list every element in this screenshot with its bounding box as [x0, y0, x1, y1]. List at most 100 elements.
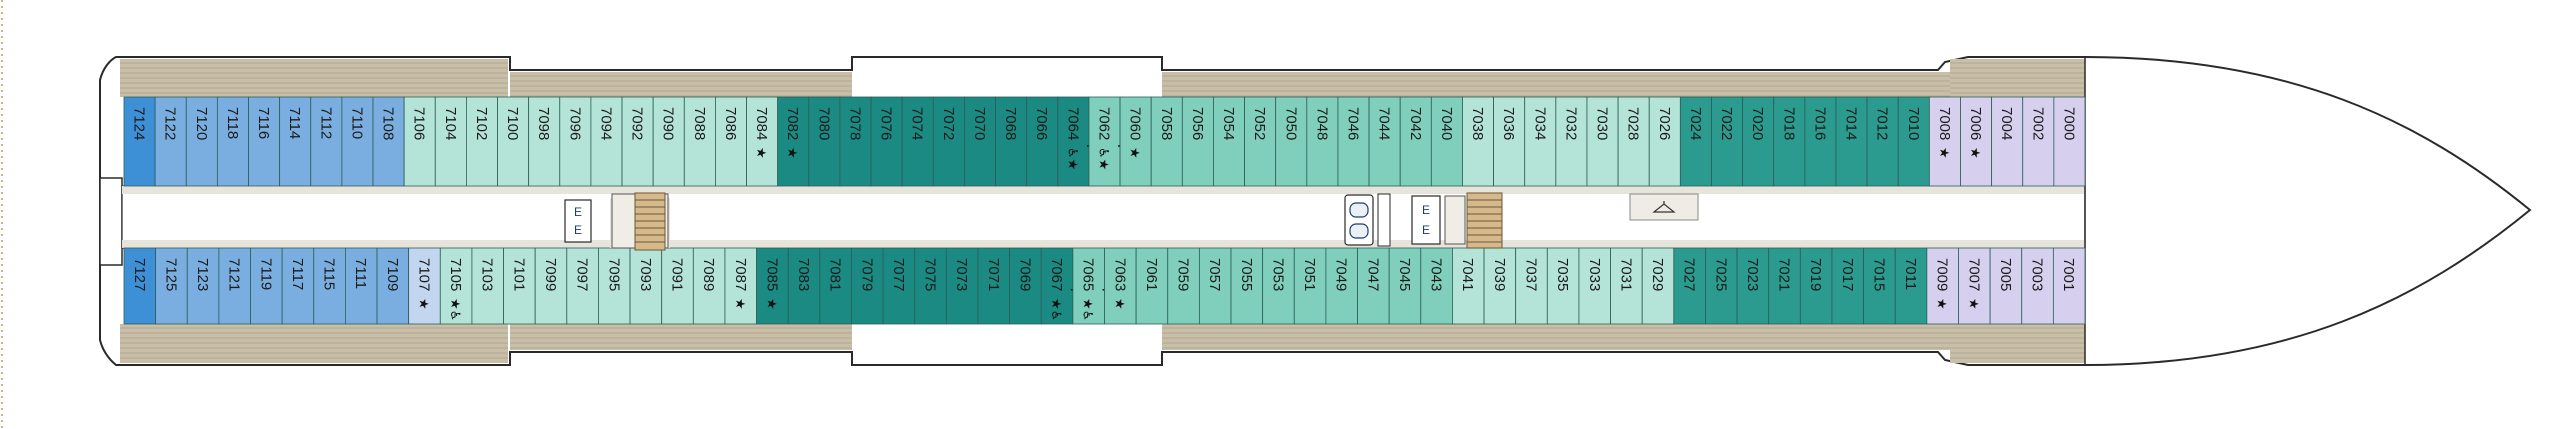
cabin[interactable]: 7041	[1452, 247, 1485, 325]
cabin[interactable]: 7008★	[1928, 96, 1961, 187]
cabin[interactable]: 7067★♿	[1040, 247, 1075, 325]
cabin-cell[interactable]	[1368, 96, 1401, 187]
cabin-cell[interactable]	[1088, 96, 1121, 187]
cabin[interactable]: 7048	[1306, 96, 1339, 187]
cabin[interactable]: 7005	[1989, 247, 2023, 325]
cabin-cell[interactable]	[1673, 247, 1706, 325]
cabin[interactable]: 7032	[1555, 96, 1588, 187]
cabin-cell[interactable]	[376, 247, 410, 325]
cabin-cell[interactable]	[186, 247, 220, 325]
cabin-cell[interactable]	[503, 247, 536, 325]
cabin-cell[interactable]	[434, 96, 467, 187]
cabin-cell[interactable]	[1399, 96, 1432, 187]
cabin[interactable]: 7068	[995, 96, 1028, 187]
cabin[interactable]: 7099	[534, 247, 568, 325]
cabin-cell[interactable]	[1894, 247, 1928, 325]
cabin[interactable]: 7045	[1388, 247, 1422, 325]
cabin[interactable]: 7120	[185, 96, 218, 187]
cabin-cell[interactable]	[1493, 96, 1526, 187]
cabin-cell[interactable]	[1546, 247, 1580, 325]
cabin[interactable]: 7092	[621, 96, 654, 187]
cabin[interactable]: 7095	[598, 247, 631, 325]
cabin[interactable]: 7018	[1773, 96, 1806, 187]
cabin-cell[interactable]	[1325, 247, 1358, 325]
cabin[interactable]: 7108	[372, 96, 405, 187]
cabin-cell[interactable]	[819, 247, 852, 325]
cabin-cell[interactable]	[1452, 247, 1485, 325]
cabin-cell[interactable]	[279, 96, 312, 187]
cabin-cell[interactable]	[724, 247, 757, 325]
cabin[interactable]: 7012	[1866, 96, 1899, 187]
cabin-cell[interactable]	[439, 247, 473, 325]
cabin[interactable]: 7112	[310, 96, 343, 187]
cabin-cell[interactable]	[341, 96, 374, 187]
cabin[interactable]: 7125	[155, 247, 188, 325]
cabin[interactable]: 7059	[1167, 247, 1200, 325]
cabin-cell[interactable]	[123, 96, 156, 187]
cabin[interactable]: 7034	[1524, 96, 1557, 187]
cabin-cell[interactable]	[1736, 247, 1770, 325]
cabin-cell[interactable]	[787, 247, 821, 325]
cabin[interactable]: 7074	[901, 96, 934, 187]
cabin[interactable]: 7114	[279, 96, 312, 187]
cabin[interactable]: 7115	[313, 247, 346, 325]
cabin[interactable]: 7022	[1711, 96, 1744, 187]
cabin[interactable]: 7083	[787, 247, 821, 325]
cabin[interactable]: 7102	[465, 96, 498, 187]
cabin-cell[interactable]	[661, 247, 694, 325]
cabin[interactable]: 7097	[566, 247, 599, 325]
cabin[interactable]: 7105★♿	[439, 247, 473, 325]
cabin-cell[interactable]	[692, 247, 726, 325]
cabin-cell[interactable]	[310, 96, 343, 187]
cabin-cell[interactable]	[345, 247, 378, 325]
cabin-cell[interactable]	[497, 96, 530, 187]
cabin-cell[interactable]	[1928, 96, 1961, 187]
cabin[interactable]: 7069	[1009, 247, 1042, 325]
elevator-icon[interactable]	[1411, 195, 1441, 245]
cabin-cell[interactable]	[471, 247, 504, 325]
cabin-cell[interactable]	[408, 247, 441, 325]
cabin[interactable]: 7062♿★	[1088, 96, 1123, 187]
cabin[interactable]: 7039	[1483, 247, 1517, 325]
cabin-cell[interactable]	[914, 247, 947, 325]
cabin[interactable]: 7009★	[1926, 247, 1959, 325]
cabin-cell[interactable]	[1773, 96, 1806, 187]
cabin[interactable]: 7000	[2053, 96, 2086, 187]
cabin[interactable]: 7056	[1181, 96, 1214, 187]
cabin[interactable]: 7078	[839, 96, 872, 187]
cabin[interactable]: 7057	[1198, 247, 1232, 325]
cabin-cell[interactable]	[465, 96, 498, 187]
cabin[interactable]: 7017	[1831, 247, 1864, 325]
cabin[interactable]: 7094	[590, 96, 623, 187]
cabin[interactable]: 7031	[1610, 247, 1643, 325]
cabin[interactable]: 7024	[1679, 96, 1712, 187]
cabin[interactable]: 7098	[528, 96, 561, 187]
cabin[interactable]: 7079	[851, 247, 884, 325]
cabin-cell[interactable]	[1119, 96, 1152, 187]
cabin[interactable]: 7075	[914, 247, 947, 325]
cabin[interactable]: 7030	[1586, 96, 1619, 187]
cabin[interactable]: 7019	[1799, 247, 1833, 325]
cabin[interactable]: 7053	[1262, 247, 1295, 325]
cabin[interactable]: 7107★	[408, 247, 441, 325]
cabin-cell[interactable]	[715, 96, 747, 187]
cabin[interactable]: 7038	[1462, 96, 1494, 187]
cabin[interactable]: 7015	[1863, 247, 1896, 325]
elevator-icon[interactable]	[564, 199, 592, 243]
cabin-cell[interactable]	[154, 96, 187, 187]
cabin-cell[interactable]	[1150, 96, 1183, 187]
cabin-cell[interactable]	[372, 96, 405, 187]
cabin[interactable]: 7101	[503, 247, 536, 325]
cabin[interactable]: 7014	[1835, 96, 1868, 187]
cabin-cell[interactable]	[1135, 247, 1169, 325]
cabin[interactable]: 7002	[2022, 96, 2055, 187]
cabin[interactable]: 7052	[1244, 96, 1277, 187]
cabin-cell[interactable]	[1524, 96, 1557, 187]
cabin[interactable]: 7029	[1641, 247, 1675, 325]
cabin[interactable]: 7085★	[756, 247, 789, 325]
cabin[interactable]: 7010	[1897, 96, 1930, 187]
cabin-cell[interactable]	[1357, 247, 1390, 325]
cabin-cell[interactable]	[1863, 247, 1896, 325]
cabin[interactable]: 7091	[661, 247, 694, 325]
cabin-cell[interactable]	[2053, 96, 2086, 187]
